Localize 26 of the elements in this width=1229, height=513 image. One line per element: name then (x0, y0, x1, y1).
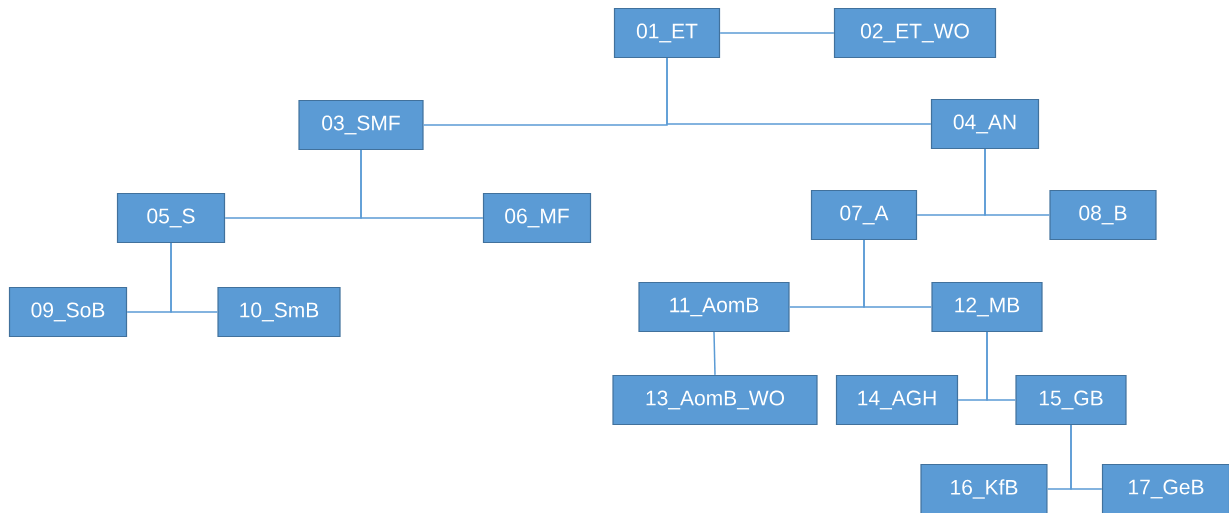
process-box: 14_AGH (835, 374, 959, 426)
connector-line (1070, 424, 1103, 490)
connector-line (666, 57, 932, 125)
connector-line (986, 331, 1017, 401)
process-box: 15_GB (1015, 374, 1127, 426)
process-box: 16_KfB (920, 463, 1048, 513)
connector-line (863, 239, 933, 308)
connector-line (719, 32, 835, 34)
process-box: 12_MB (931, 281, 1043, 333)
connector-line (713, 331, 716, 376)
process-box: 07_A (810, 189, 918, 241)
process-box: 01_ET (613, 7, 721, 59)
process-box: 13_AomB_WO (612, 374, 818, 426)
process-box: 11_AomB (638, 281, 790, 333)
process-box: 03_SMF (298, 99, 424, 151)
process-box: 06_MF (482, 192, 592, 244)
process-box: 04_AN (930, 98, 1040, 150)
process-box: 05_S (116, 192, 226, 244)
process-box: 09_SoB (8, 286, 128, 338)
connector-line (984, 148, 1051, 216)
process-box: 10_SmB (217, 286, 341, 338)
connector-line (170, 242, 219, 313)
process-box: 17_GeB (1101, 463, 1229, 513)
connector-line (360, 149, 484, 219)
process-box: 02_ET_WO (833, 7, 997, 59)
process-box: 08_B (1049, 189, 1157, 241)
